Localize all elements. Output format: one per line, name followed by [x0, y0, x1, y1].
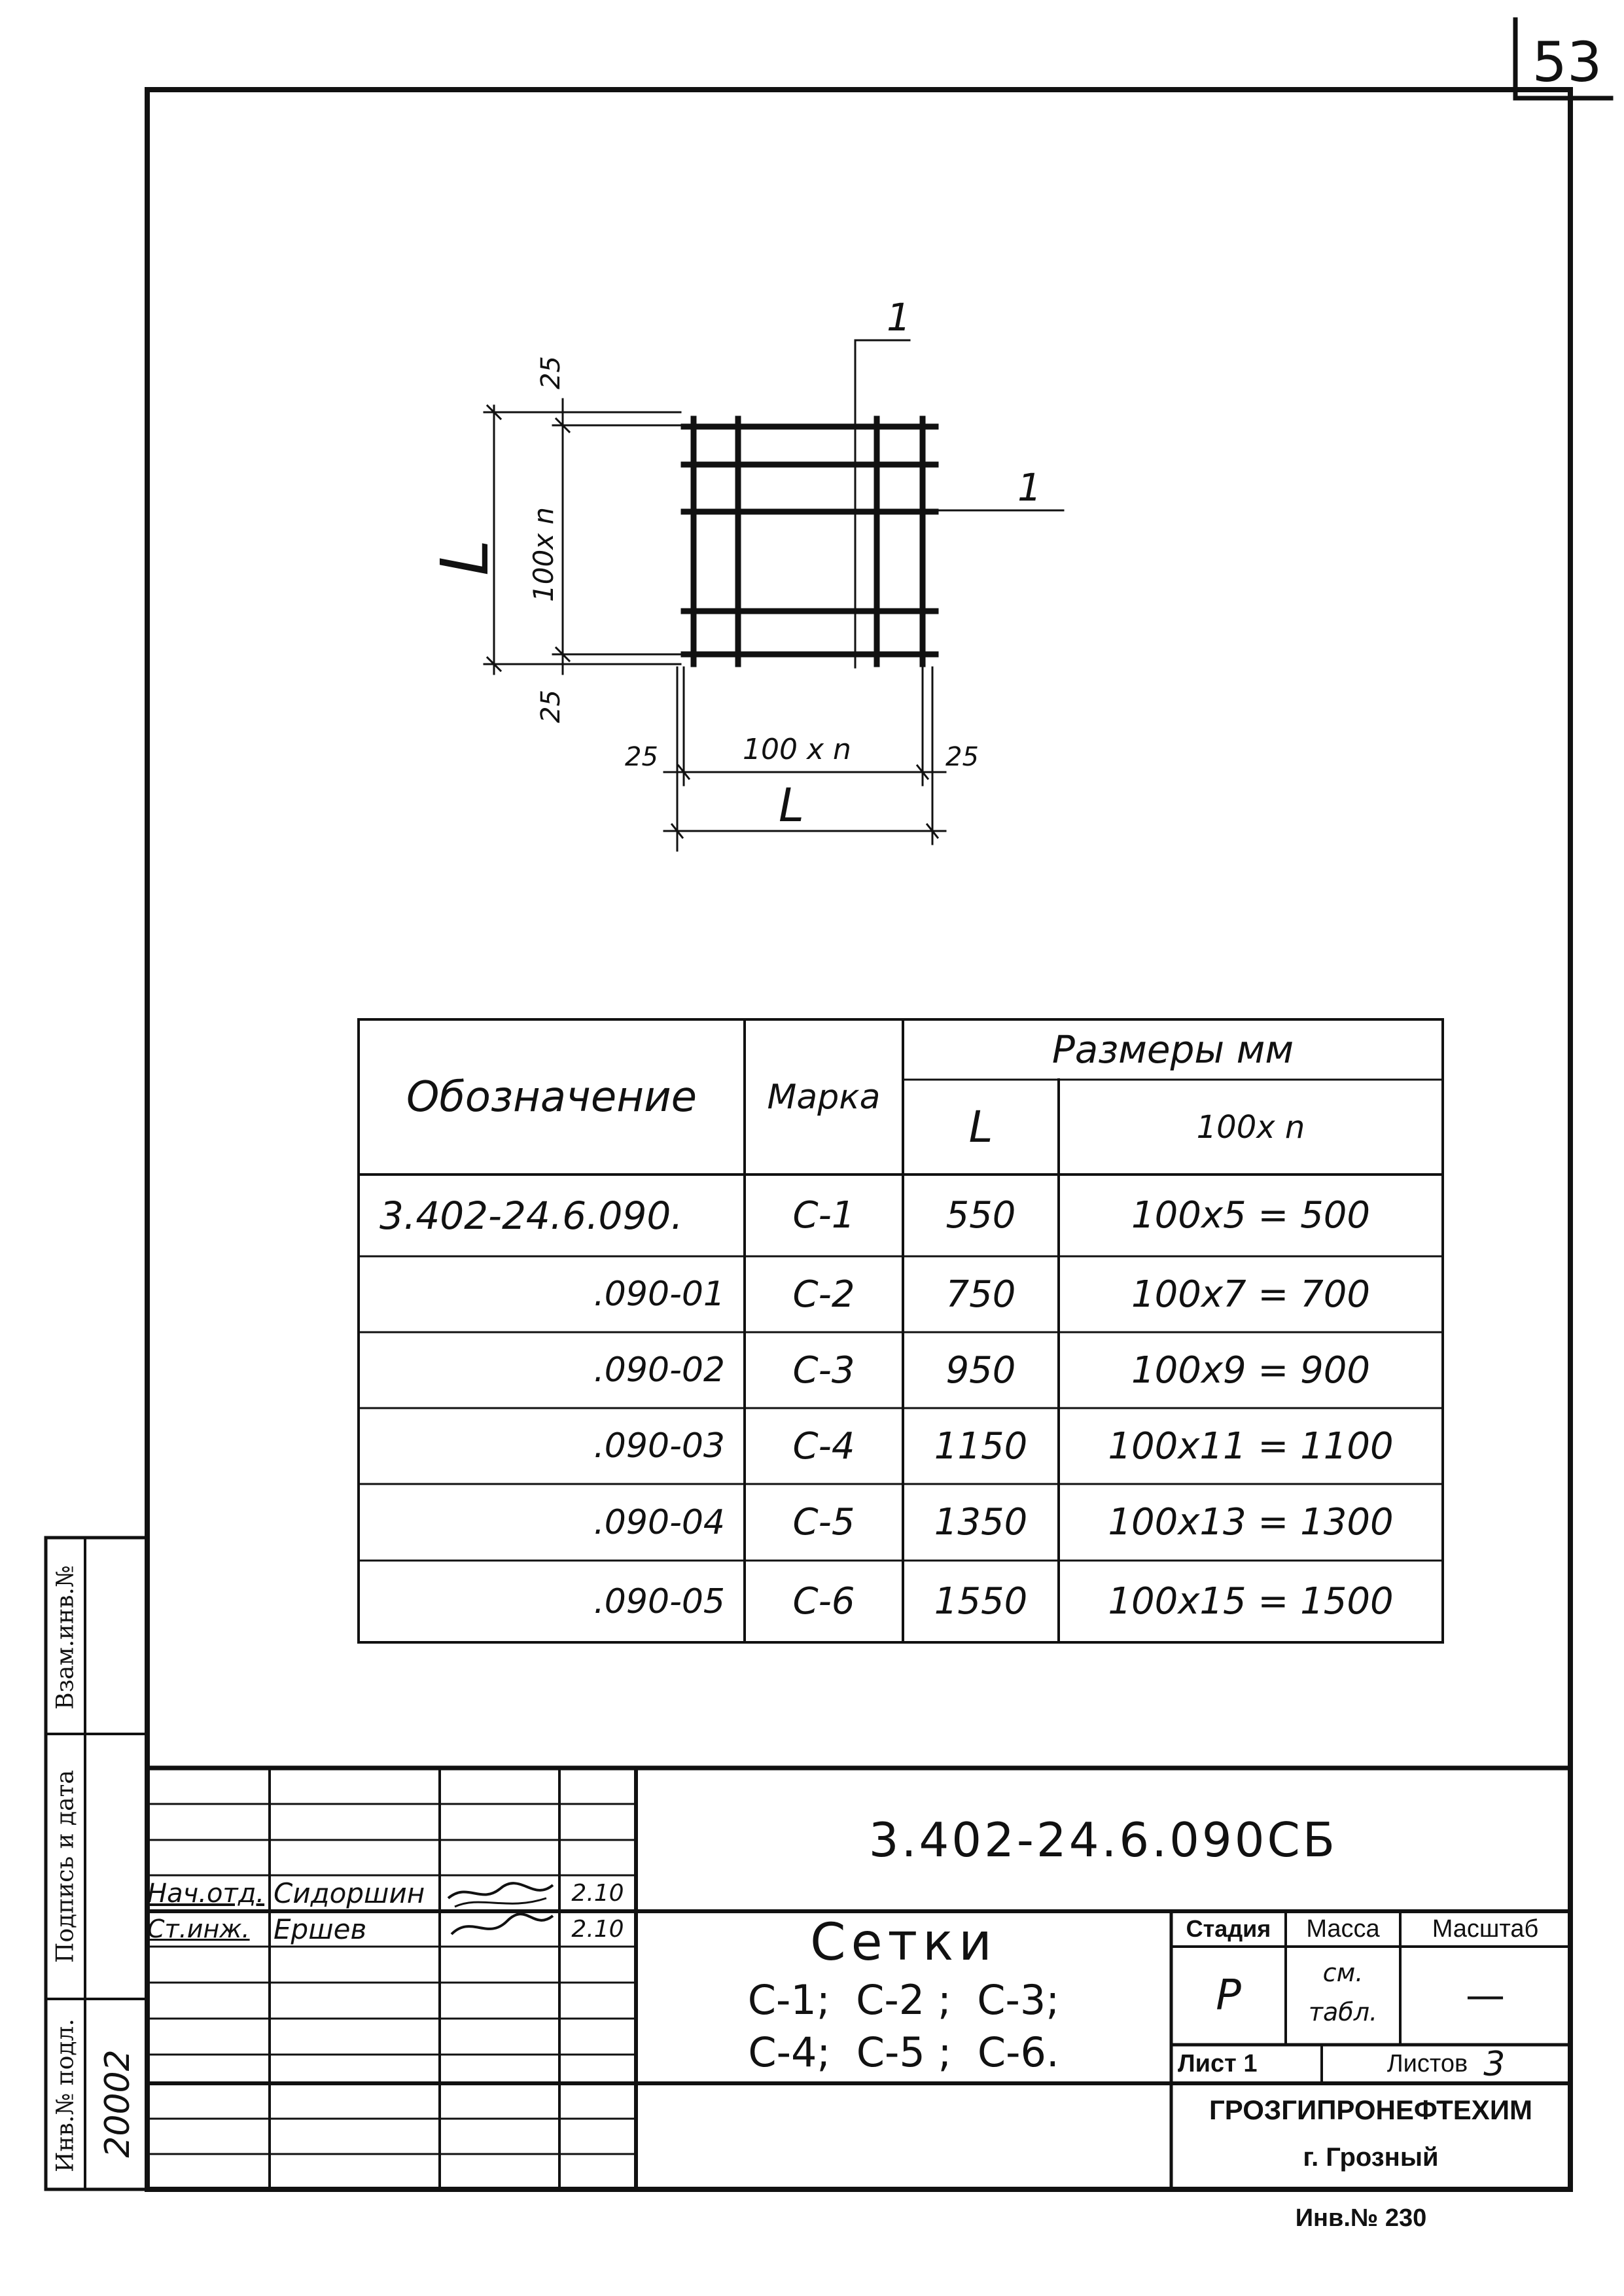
dim-top-offset: 25	[536, 356, 566, 389]
table-row-L: 950	[945, 1349, 1016, 1392]
header-mark: Марка	[767, 1077, 881, 1117]
table-row-mark: С-5	[792, 1501, 855, 1544]
side-stamp-vzam: Взам.инв.№	[52, 1565, 79, 1710]
table-row-calc: 100x5 = 500	[1131, 1194, 1371, 1237]
stage-value: Р	[1216, 1971, 1241, 2020]
header-100n: 100x n	[1196, 1108, 1305, 1146]
signer-date: 2.10	[571, 1880, 624, 1907]
table-row-designation: .090-03	[593, 1426, 725, 1466]
mass-label: Масса	[1306, 1915, 1380, 1943]
table-row-calc: 100x11 = 1100	[1108, 1424, 1394, 1468]
header-designation: Обозначение	[406, 1072, 697, 1122]
org-name: ГРОЗГИПРОНЕФТЕХИМ	[1209, 2094, 1532, 2125]
side-stamp-podpis: Подпись и дата	[52, 1770, 79, 1963]
table-row-designation: .090-04	[593, 1502, 725, 1542]
dim-left-offset: 25	[625, 742, 658, 772]
signer-name: Сидоршин	[274, 1877, 425, 1909]
mesh-bars	[680, 415, 939, 667]
dim-bottom-offset: 25	[536, 690, 566, 723]
scale-value: —	[1466, 1973, 1505, 2019]
table-row-L: 1150	[934, 1424, 1028, 1468]
table-row-designation: .090-01	[593, 1275, 725, 1314]
mass-value-2: табл.	[1308, 1998, 1378, 2026]
section-label-top: 1	[887, 295, 911, 340]
org-city: г. Грозный	[1303, 2142, 1439, 2172]
table-row-L: 750	[945, 1273, 1016, 1316]
table-row-calc: 100x7 = 700	[1131, 1273, 1371, 1316]
dim-inner-vertical: 100x n	[527, 507, 559, 602]
table-row-designation: 3.402-24.6.090.	[380, 1193, 683, 1238]
sheets-value: 3	[1483, 2044, 1506, 2084]
signer-name: Ершев	[274, 1913, 367, 1945]
sheets-label-text: Листов	[1386, 2050, 1468, 2077]
dim-total-vertical: L	[427, 539, 503, 576]
table-row-mark: С-4	[792, 1424, 855, 1468]
signer-role: Ст.инж.	[147, 1915, 250, 1943]
page-number: 53	[1532, 30, 1602, 94]
header-L: L	[968, 1102, 993, 1152]
table-row-calc: 100x13 = 1300	[1108, 1501, 1394, 1544]
dim-right-offset: 25	[945, 742, 979, 772]
sheet-label: Лист 1	[1178, 2050, 1258, 2077]
section-label-right: 1	[1017, 465, 1042, 510]
table-row-mark: С-6	[792, 1580, 855, 1623]
stage-label: Стадия	[1186, 1915, 1271, 1942]
dim-inner-horizontal: 100 x n	[743, 733, 851, 766]
table-row-mark: С-2	[792, 1273, 855, 1316]
table-row-L: 550	[945, 1194, 1016, 1237]
title-line-1: Сетки	[810, 1913, 997, 1972]
scale-label: Масштаб	[1432, 1915, 1539, 1943]
header-sizes: Размеры мм	[1051, 1027, 1294, 1072]
sheets-label: Листов 3	[1322, 2044, 1570, 2084]
table-row-L: 1350	[934, 1501, 1028, 1544]
table-row-designation: .090-05	[593, 1581, 725, 1621]
dim-total-horizontal: L	[779, 779, 804, 832]
table-row-L: 1550	[934, 1580, 1028, 1623]
footer-inv: Инв.№ 230	[1295, 2204, 1427, 2232]
table-row-calc: 100x15 = 1500	[1108, 1580, 1394, 1623]
mass-value-1: см.	[1322, 1958, 1364, 1987]
table-row-mark: С-3	[792, 1349, 855, 1392]
title-line-3: С-4; С-5 ; С-6.	[748, 2028, 1059, 2076]
table-row-calc: 100x9 = 900	[1131, 1349, 1371, 1392]
doc-code: 3.402-24.6.090СБ	[868, 1812, 1338, 1867]
side-stamp-inv-podl: Инв.№ подл.	[52, 2019, 79, 2172]
signature	[447, 1882, 554, 1935]
section-lines	[854, 339, 1065, 669]
signer-date: 2.10	[571, 1915, 624, 1943]
signer-role: Нач.отд.	[147, 1878, 265, 1909]
side-stamp-inv-value: 20002	[98, 2049, 137, 2158]
vertical-dimensions	[483, 398, 682, 675]
horizontal-dimensions	[663, 666, 947, 852]
title-line-2: С-1; С-2 ; С-3;	[747, 1975, 1060, 2024]
table-row-designation: .090-02	[593, 1351, 725, 1390]
table-row-mark: С-1	[792, 1194, 855, 1237]
spec-table-lines	[357, 1018, 1444, 1644]
